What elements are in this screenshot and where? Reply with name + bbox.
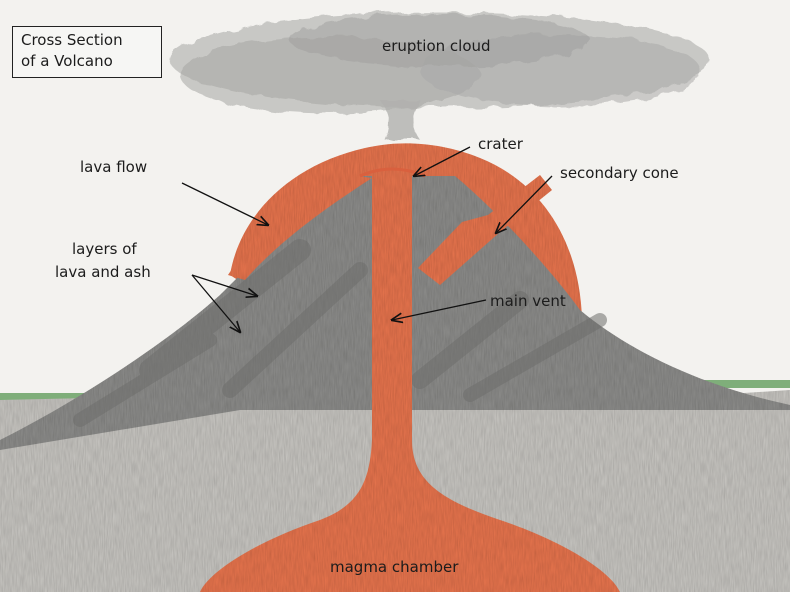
label-layers-line1: layers of [72,239,137,259]
diagram-title-line2: of a Volcano [21,51,153,72]
label-magma-chamber: magma chamber [330,557,458,577]
label-main-vent: main vent [490,291,566,311]
label-secondary-cone: secondary cone [560,163,679,183]
diagram-title-line1: Cross Section [21,30,153,51]
label-eruption-cloud: eruption cloud [382,36,491,56]
label-lava-flow: lava flow [80,157,147,177]
label-crater: crater [478,134,523,154]
label-layers-line2: lava and ash [55,262,151,282]
diagram-title-box: Cross Section of a Volcano [12,26,162,78]
